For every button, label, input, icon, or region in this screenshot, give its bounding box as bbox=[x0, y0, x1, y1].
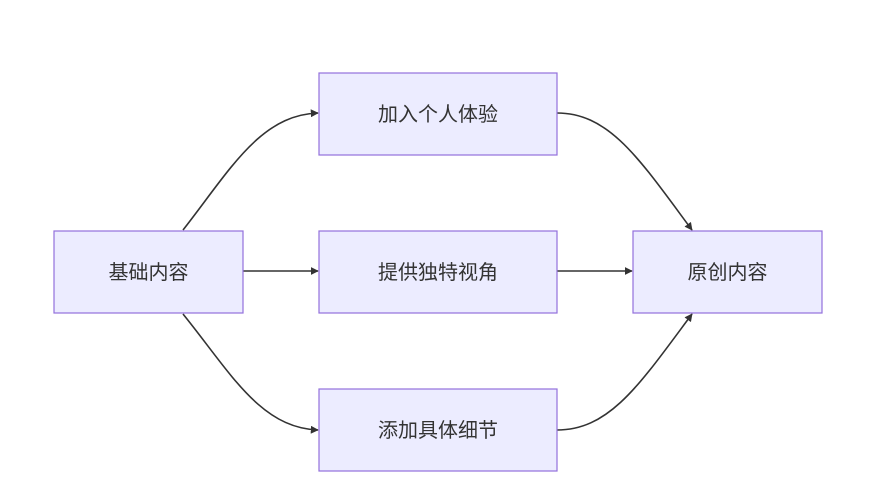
edge-detail-to-original bbox=[556, 313, 693, 431]
edge-base-to-personal bbox=[182, 109, 319, 231]
node-unique: 提供独特视角 bbox=[318, 230, 558, 314]
node-detail: 添加具体细节 bbox=[318, 388, 558, 472]
node-unique-label: 提供独特视角 bbox=[378, 260, 498, 284]
node-personal: 加入个人体验 bbox=[318, 72, 558, 156]
node-base: 基础内容 bbox=[53, 230, 244, 314]
node-original-label: 原创内容 bbox=[688, 260, 768, 284]
node-base-label: 基础内容 bbox=[109, 260, 189, 284]
node-detail-label: 添加具体细节 bbox=[378, 418, 498, 442]
edge-personal-to-original bbox=[556, 112, 693, 231]
node-personal-label: 加入个人体验 bbox=[378, 102, 498, 126]
edge-base-to-detail bbox=[182, 313, 319, 434]
node-original: 原创内容 bbox=[632, 230, 823, 314]
